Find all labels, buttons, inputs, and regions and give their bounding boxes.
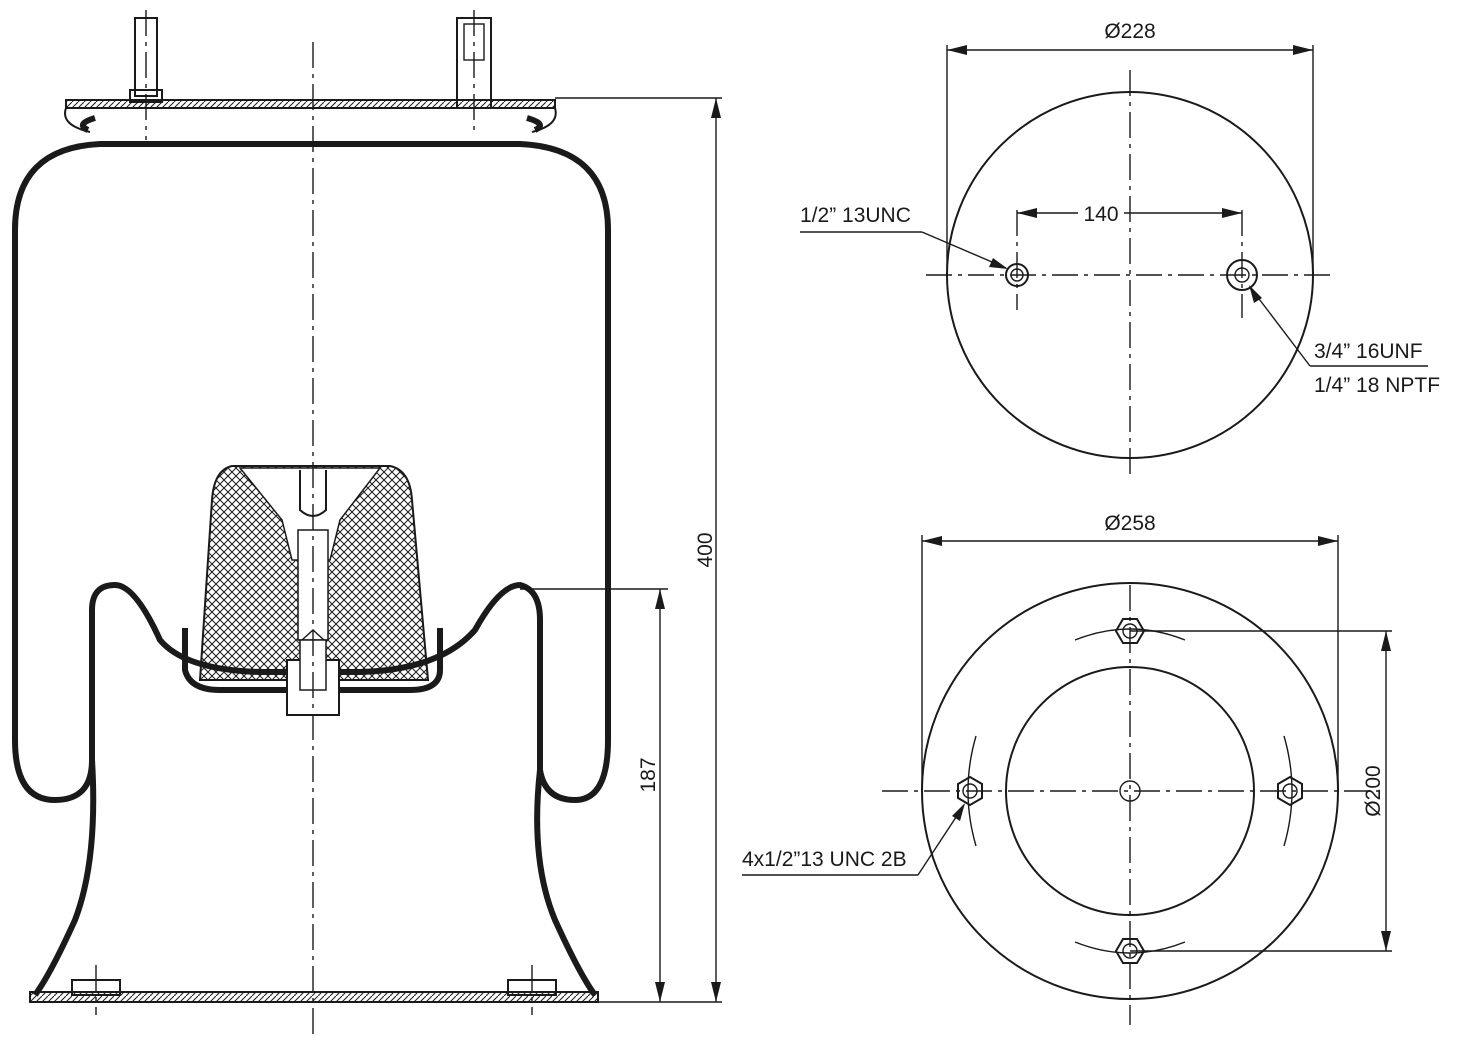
bottom-left-nut [71,965,121,1015]
dim-bolt-circle: Ø200 [1130,630,1392,952]
right-stud [456,10,492,130]
height-piston-label: 187 [637,757,660,792]
stud-spacing-label: 140 [1083,203,1118,226]
right-thread-label-2: 1/4” 18 NPTF [1314,374,1440,397]
height-total-label: 400 [694,532,717,567]
bottom-diameter-label: Ø258 [1104,512,1155,535]
top-diameter-label: Ø228 [1104,20,1155,43]
right-thread-label-1: 3/4” 16UNF [1314,340,1423,363]
bottom-holes-label: 4x1/2”13 UNC 2B [742,848,907,871]
callout-right-thread: 3/4” 16UNF 1/4” 18 NPTF [1249,285,1440,397]
bottom-hole-left [957,775,983,807]
bottom-plate [29,991,599,1003]
bottom-hole-right [1277,775,1303,807]
callout-bottom-holes: 4x1/2”13 UNC 2B [742,803,965,876]
dim-height-piston: 187 [520,588,668,1002]
top-right-hole [1226,210,1258,318]
dim-top-diameter: Ø228 [946,20,1314,275]
dim-height-total: 400 [555,97,722,1003]
callout-left-thread: 1/2” 13UNC [800,204,1008,269]
dim-bottom-diameter: Ø258 [921,512,1339,791]
top-view: Ø228 140 1/2” 13UNC 3/4” 16UNF 1/4” 18 N… [800,20,1440,480]
dim-stud-spacing: 140 [1017,200,1242,226]
bottom-view: Ø258 Ø200 4x1/2”13 UNC 2B [742,512,1392,1025]
piston-outline [32,759,598,997]
bottom-right-nut [507,965,557,1015]
side-view: 400 187 [12,10,722,1035]
top-left-hole [1005,210,1029,310]
left-thread-label: 1/2” 13UNC [800,204,911,227]
bolt-circle-label: Ø200 [1362,765,1385,816]
left-stud [129,10,163,140]
